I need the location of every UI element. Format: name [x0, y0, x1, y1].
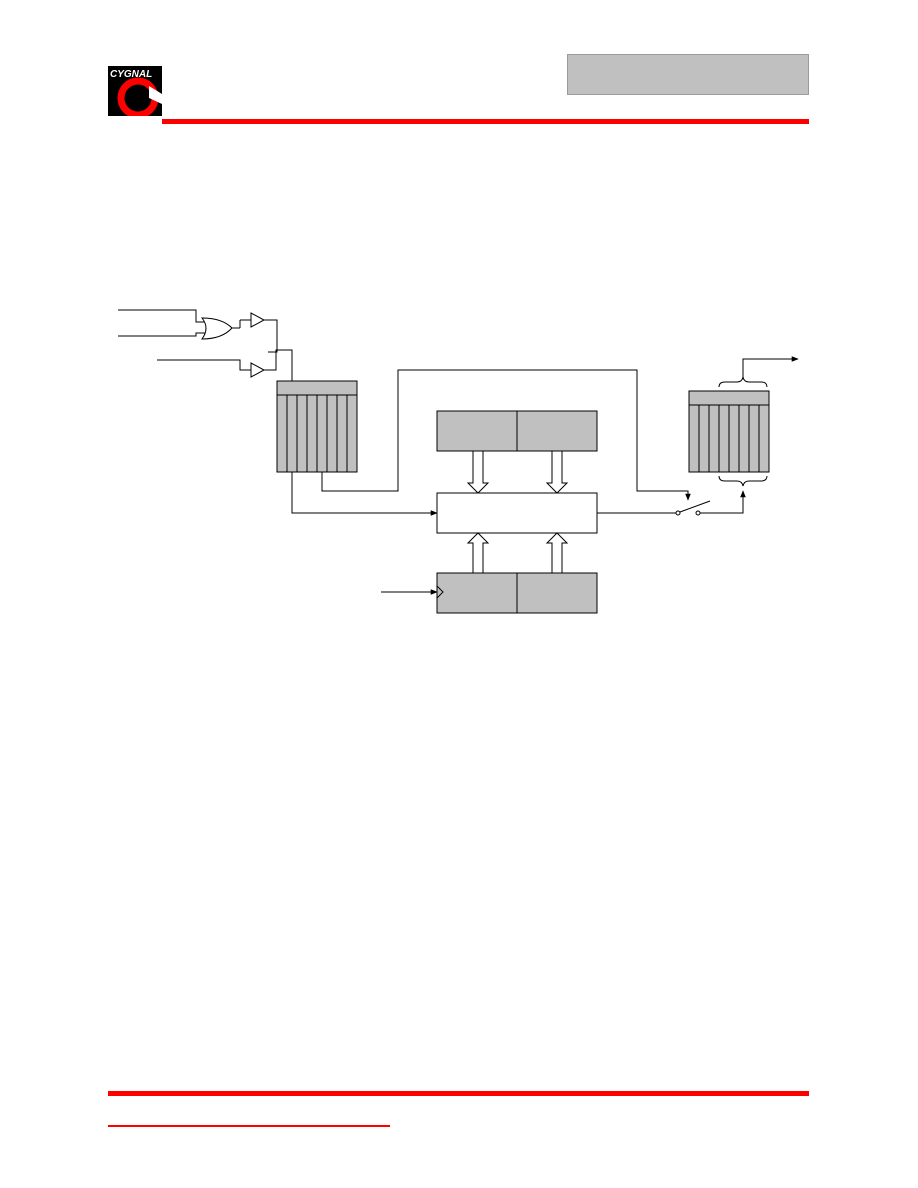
input-line-1 — [118, 309, 205, 323]
input-line-3 — [157, 359, 251, 371]
footer-link-underline — [108, 1125, 390, 1127]
right-register — [688, 390, 770, 473]
up-bus-arrow-left — [466, 532, 490, 574]
clock-edge-marker — [436, 585, 444, 599]
buffer-2-output — [264, 349, 295, 395]
brace-bottom — [718, 475, 768, 487]
footer-rule — [108, 1091, 809, 1096]
switch-to-register-line — [700, 490, 746, 514]
up-bus-arrow-right — [545, 532, 569, 574]
top-left-block — [436, 410, 518, 452]
left-register — [276, 380, 358, 473]
cygnal-logo: CYGNAL — [108, 66, 162, 116]
top-right-block — [516, 410, 598, 452]
down-bus-arrow-left — [466, 450, 490, 494]
switch-contact-left — [675, 510, 681, 516]
down-bus-arrow-right — [545, 450, 569, 494]
buffer-1-output — [264, 319, 278, 353]
switch-contact-right — [695, 510, 701, 516]
logo-text: CYGNAL — [110, 69, 152, 80]
logo-cutout — [149, 86, 162, 104]
left-register-header — [276, 380, 358, 396]
output-line — [742, 356, 799, 377]
header-title-box — [567, 54, 809, 95]
center-block — [436, 492, 598, 534]
right-register-header — [688, 390, 770, 406]
feedback-line — [321, 369, 691, 501]
switch-lever — [679, 500, 711, 513]
bottom-left-block — [436, 572, 518, 614]
input-line-2 — [118, 332, 205, 337]
brace-top — [718, 376, 768, 388]
bottom-right-block — [516, 572, 598, 614]
header-rule — [162, 119, 809, 124]
buffer-1 — [250, 312, 266, 328]
or-gate — [200, 317, 233, 340]
buffer-2 — [250, 362, 266, 378]
register-to-center-line — [291, 472, 438, 516]
